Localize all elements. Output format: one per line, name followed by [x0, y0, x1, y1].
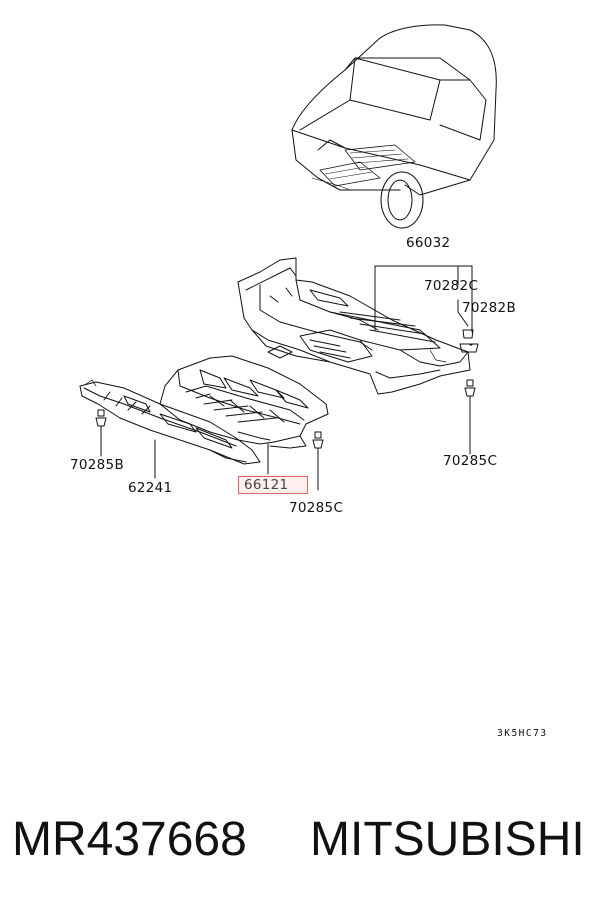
label-70282c: 70282C — [424, 278, 479, 294]
diagram-code: 3K5HC73 — [497, 728, 548, 739]
skid-plate-66121 — [160, 356, 328, 448]
bolt-70285b — [96, 410, 106, 440]
skid-plate-62241 — [80, 380, 260, 464]
label-62241: 62241 — [128, 480, 173, 496]
skid-plate-66032 — [238, 258, 470, 394]
label-66032: 66032 — [406, 235, 451, 251]
bolt-70285c-bottom — [313, 432, 323, 490]
grommet-70282b — [460, 330, 478, 352]
brand-name: MITSUBISHI — [310, 813, 585, 866]
vehicle-outline — [292, 25, 496, 228]
label-70285c-right: 70285C — [443, 453, 498, 469]
label-70282b: 70282B — [462, 300, 517, 316]
part-number: MR437668 — [12, 813, 247, 866]
label-70285c-bottom: 70285C — [289, 500, 344, 516]
bolt-70285c-right — [465, 380, 475, 448]
label-66121[interactable]: 66121 — [238, 476, 308, 494]
footer: MR437668 MITSUBISHI — [0, 798, 600, 888]
label-70285b: 70285B — [70, 457, 125, 473]
leader-lines — [101, 266, 472, 478]
parts-diagram — [0, 0, 600, 760]
